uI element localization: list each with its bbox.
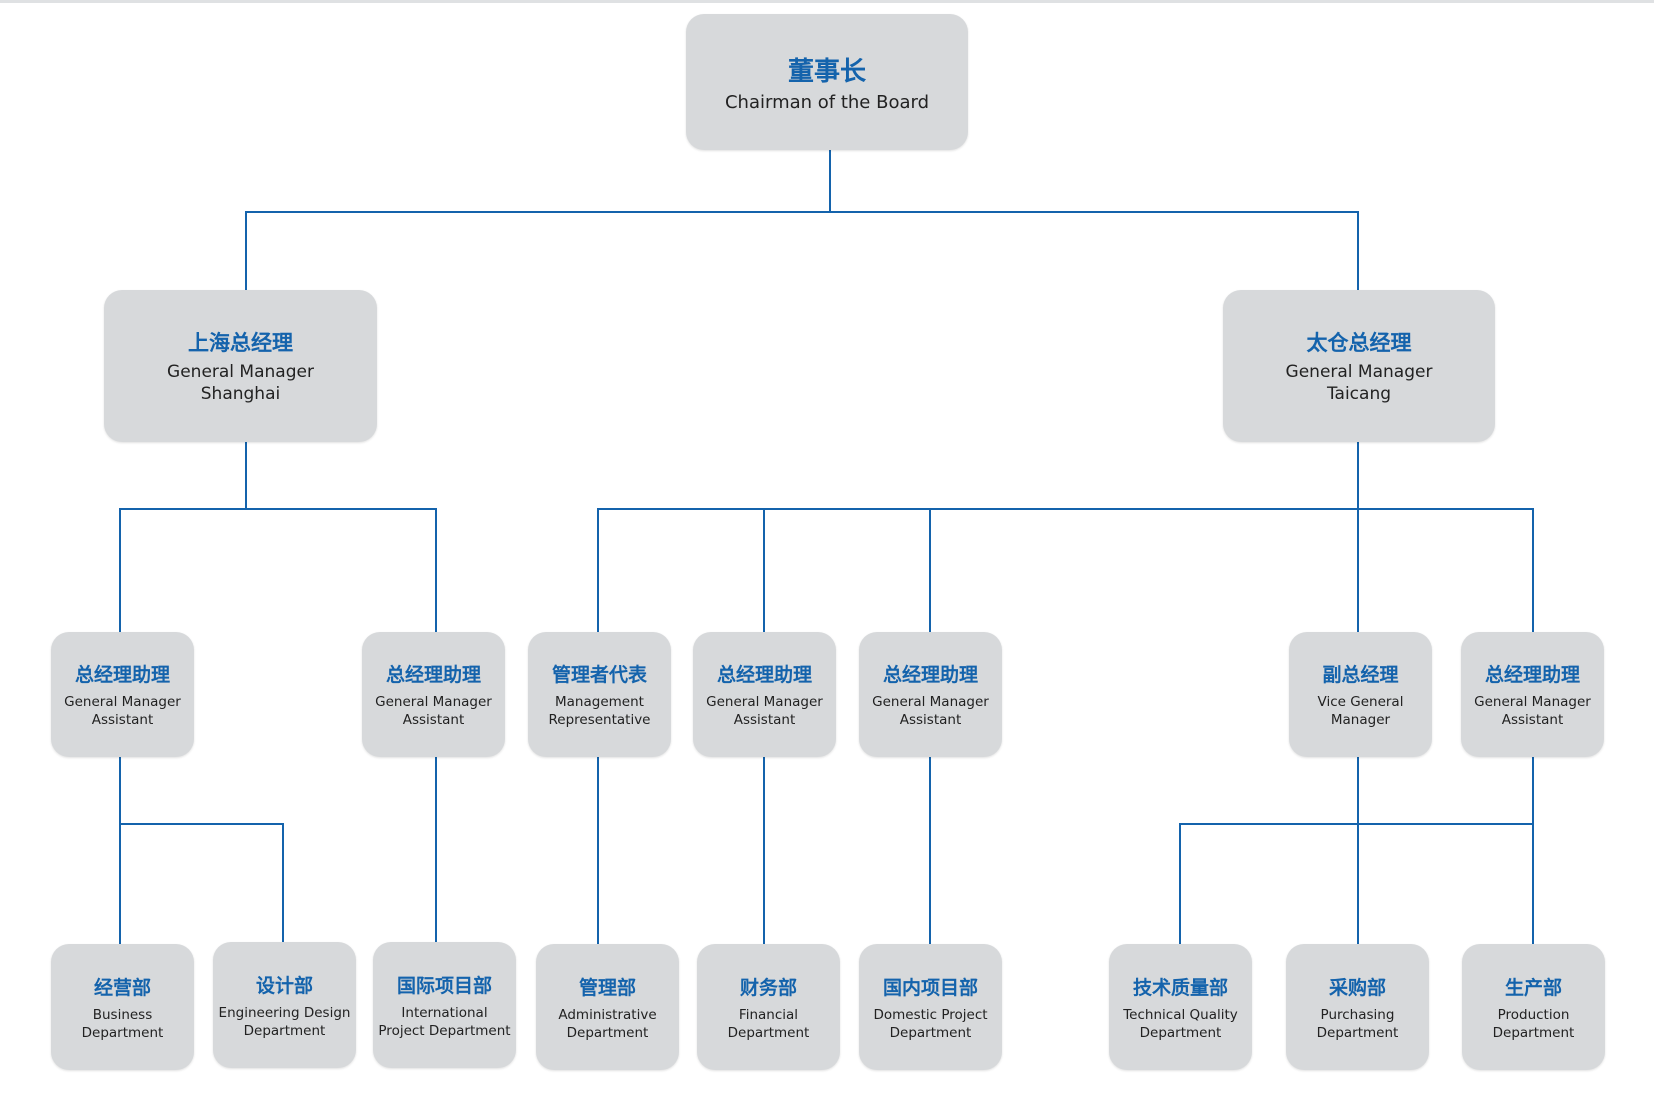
chairman-title-en: Chairman of the Board [724,91,930,113]
sh-assistant-1-title-zh: 总经理助理 [74,664,170,686]
dept-international-title-zh: 国际项目部 [396,974,492,997]
dept-business-title-zh: 经营部 [93,976,151,999]
dept-finance-title-zh: 财务部 [739,976,797,999]
chairman-title-zh: 董事长 [787,56,866,87]
tc-assistant-2-title-zh: 总经理助理 [882,664,978,686]
dept-purchasing-title-zh: 采购部 [1328,976,1386,999]
tc-mgmt-rep-title-zh: 管理者代表 [551,664,647,686]
chairman-node: 董事长 Chairman of the Board [686,14,968,150]
dept-admin-title-zh: 管理部 [578,976,636,999]
tc-assistant-3-title-zh: 总经理助理 [1484,664,1580,686]
dept-production-title-zh: 生产部 [1504,976,1562,999]
dept-domestic-title-zh: 国内项目部 [882,976,978,999]
tc-vice-gm-title-zh: 副总经理 [1322,664,1399,686]
sh-assistant-2-title-zh: 总经理助理 [385,664,481,686]
gm-shanghai-title-zh: 上海总经理 [188,331,293,355]
gm-taicang-title-zh: 太仓总经理 [1306,331,1412,355]
dept-tech-quality-title-zh: 技术质量部 [1132,976,1228,999]
top-border [0,0,1654,3]
tc-assistant-1-title-zh: 总经理助理 [716,664,812,686]
dept-design-title-zh: 设计部 [255,974,313,997]
